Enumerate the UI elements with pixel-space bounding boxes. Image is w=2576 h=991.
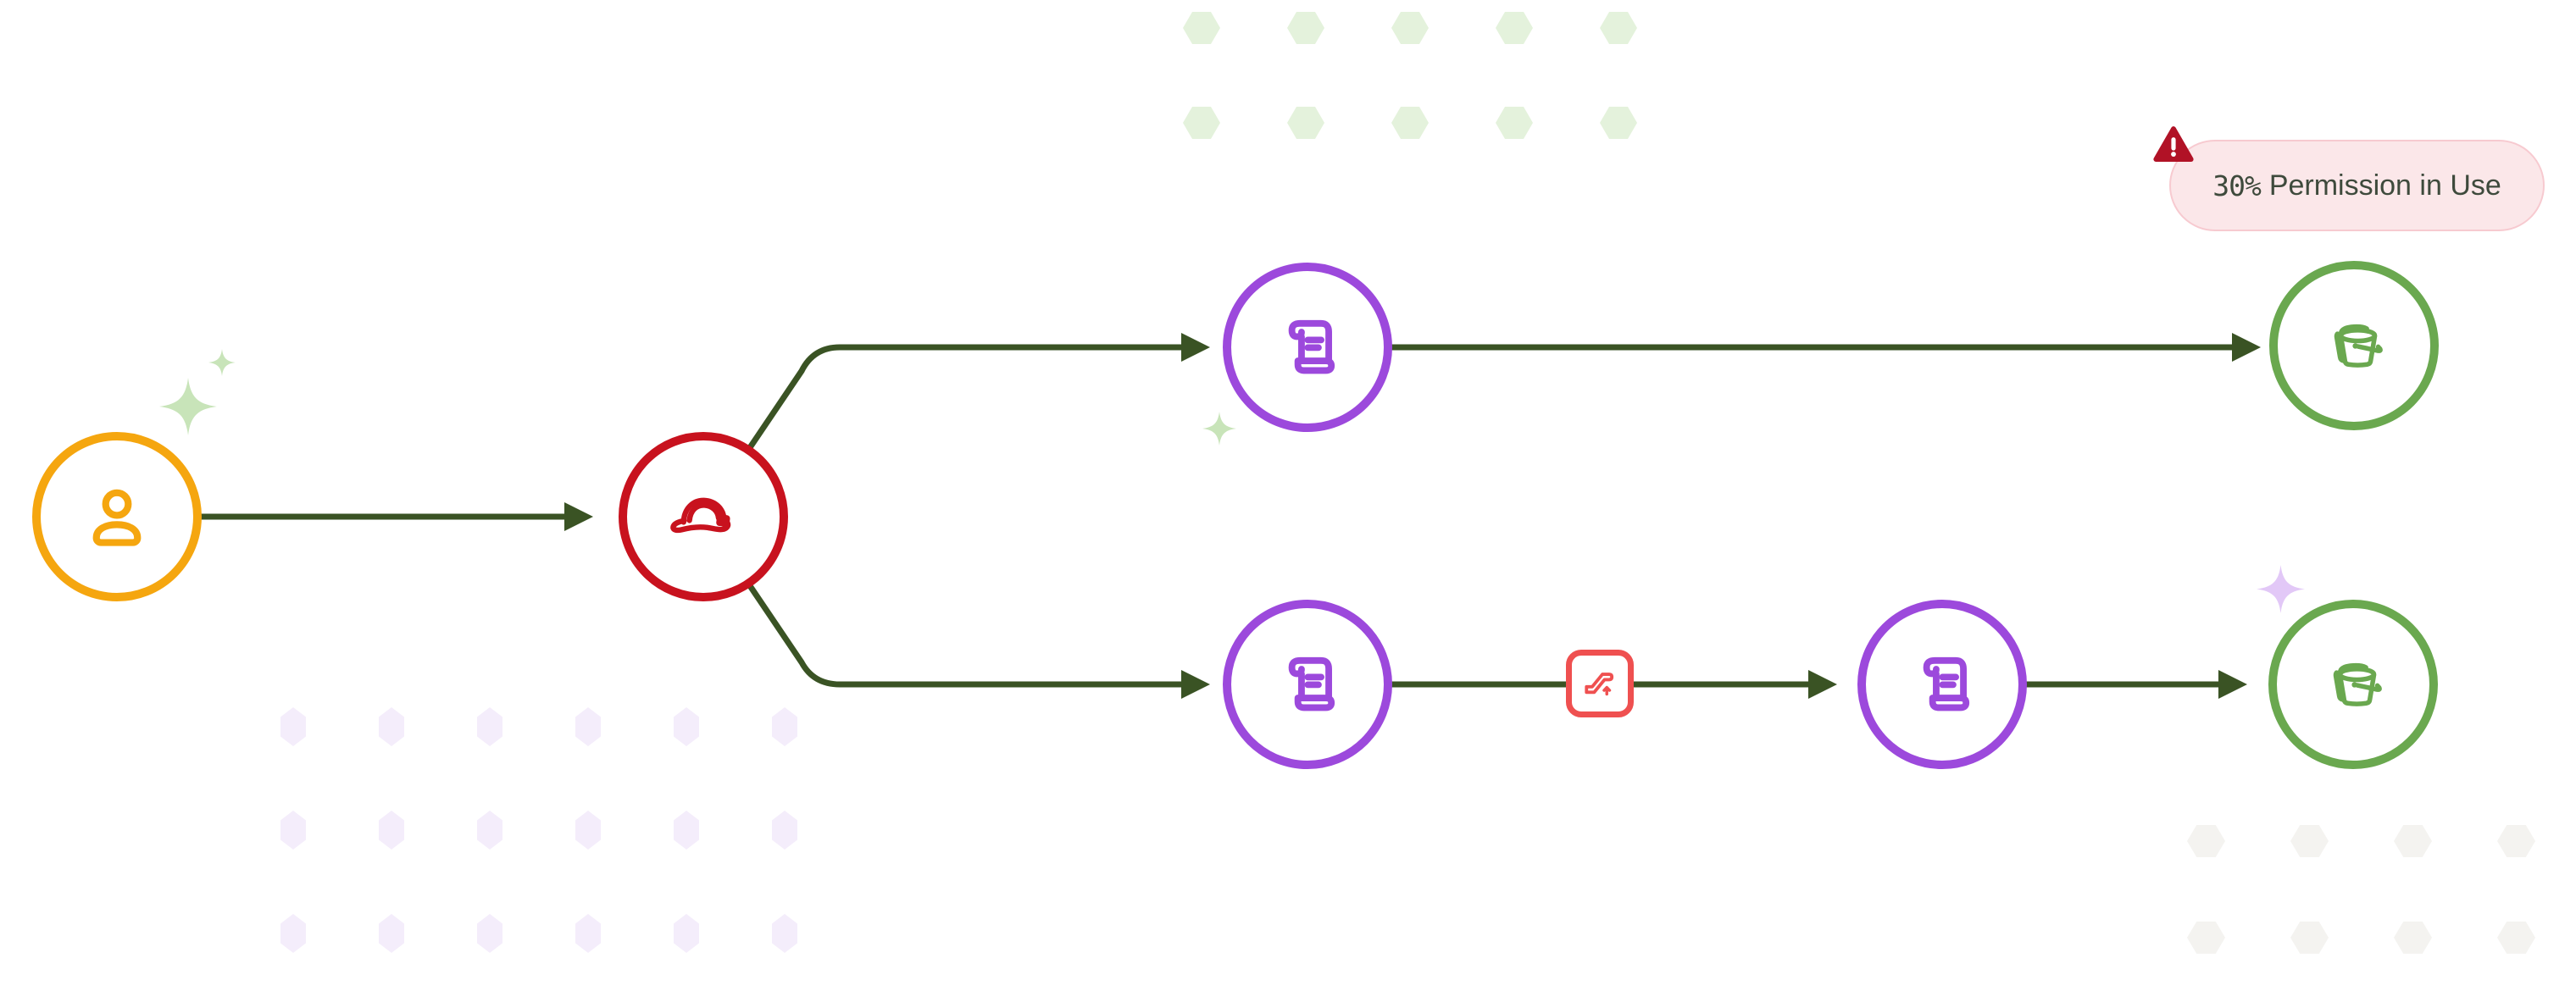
- node-policy-bottom-2[interactable]: [1857, 600, 2027, 769]
- hexagon-decoration: [575, 811, 601, 850]
- node-hard-hat[interactable]: [619, 432, 788, 601]
- hexagon-decoration: [2394, 922, 2432, 954]
- badge-label: Permission in Use: [2268, 169, 2501, 202]
- hard-hat-icon: [670, 497, 731, 534]
- node-policy-bottom-1[interactable]: [1223, 600, 1392, 769]
- scroll-icon: [1288, 319, 1335, 374]
- hexagon-pattern-purple: [280, 707, 797, 953]
- hexagon-decoration: [1183, 107, 1220, 139]
- hexagon-decoration: [575, 707, 601, 746]
- node-bucket-top[interactable]: [2269, 261, 2439, 430]
- hexagon-decoration: [1287, 107, 1324, 139]
- hexagon-decoration: [280, 707, 306, 746]
- hexagon-decoration: [1496, 12, 1533, 44]
- hexagon-decoration: [772, 707, 797, 746]
- hexagon-decoration: [1183, 12, 1220, 44]
- status-badge: 30% Permission in Use: [2169, 140, 2545, 231]
- user-icon: [92, 489, 142, 546]
- node-bucket-bottom[interactable]: [2268, 600, 2438, 769]
- node-escalation[interactable]: [1566, 650, 1634, 717]
- hexagon-decoration: [674, 707, 699, 746]
- hexagon-decoration: [674, 811, 699, 850]
- hexagon-decoration: [477, 811, 502, 850]
- warning-icon: [2153, 126, 2194, 163]
- hexagon-decoration: [1391, 107, 1429, 139]
- node-user[interactable]: [32, 432, 202, 601]
- hexagon-decoration: [477, 707, 502, 746]
- badge-value: 30%: [2212, 169, 2262, 202]
- sparkle-icon: [2257, 565, 2305, 613]
- sparkle-icon: [208, 349, 236, 376]
- hexagon-decoration: [1391, 12, 1429, 44]
- hexagon-decoration: [1600, 107, 1637, 139]
- scroll-icon: [1923, 656, 1970, 711]
- bucket-icon: [2334, 324, 2383, 368]
- hexagon-decoration: [2290, 922, 2329, 954]
- hexagon-pattern-gray: [2187, 825, 2535, 954]
- hexagon-decoration: [1287, 12, 1324, 44]
- escalator-up-icon: [1585, 673, 1614, 696]
- node-policy-top[interactable]: [1223, 263, 1392, 432]
- hexagon-decoration: [1496, 107, 1533, 139]
- hexagon-decoration: [772, 811, 797, 850]
- scroll-icon: [1288, 656, 1335, 711]
- hexagon-decoration: [280, 811, 306, 850]
- hexagon-decoration: [2497, 922, 2535, 954]
- hexagon-decoration: [379, 811, 404, 850]
- hexagon-decoration: [1600, 12, 1637, 44]
- sparkle-icon: [1202, 412, 1236, 446]
- bucket-icon: [2333, 662, 2382, 706]
- hexagon-decoration: [2187, 922, 2225, 954]
- hexagon-pattern-green: [1183, 12, 1637, 139]
- hexagon-decoration: [379, 707, 404, 746]
- sparkle-icon: [159, 378, 217, 435]
